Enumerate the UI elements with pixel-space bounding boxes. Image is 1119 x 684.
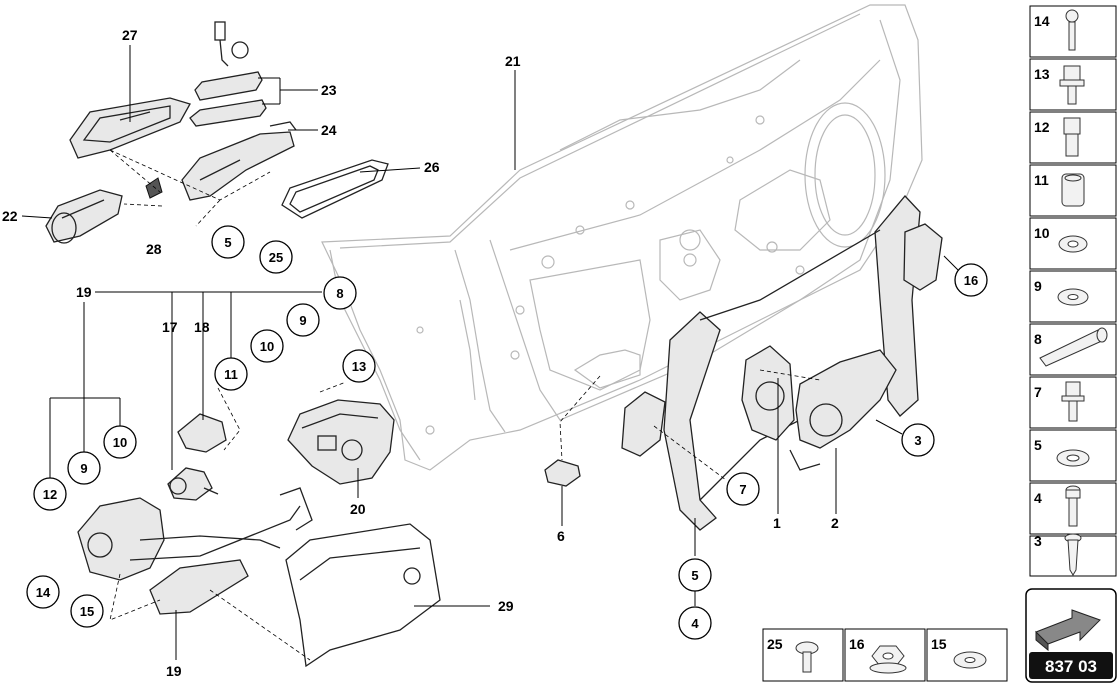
stud-12-icon (1063, 117, 1081, 157)
washer-5-icon (1056, 449, 1090, 467)
callout-circle-4: 4 (678, 606, 712, 640)
callout-circle-12: 12 (33, 477, 67, 511)
svg-text:7: 7 (1034, 384, 1042, 400)
callout-circle-5-top: 5 (211, 225, 245, 259)
callout-circle-10-left: 10 (103, 425, 137, 459)
svg-text:7: 7 (739, 482, 746, 497)
svg-text:14: 14 (36, 585, 51, 600)
callout-29: 29 (498, 598, 514, 614)
svg-text:10: 10 (113, 435, 127, 450)
handle-bracket (181, 121, 297, 201)
bolt-7-icon (1061, 381, 1085, 422)
washer-15-icon (953, 651, 987, 669)
callout-circle-25: 25 (259, 240, 293, 274)
svg-text:3: 3 (1034, 533, 1042, 549)
actuator-switches (167, 413, 227, 501)
bolt-14-icon (1065, 9, 1079, 51)
callout-circle-9-left: 9 (67, 451, 101, 485)
callout-circle-13: 13 (342, 349, 376, 383)
svg-text:10: 10 (260, 339, 274, 354)
callout-26: 26 (424, 159, 440, 175)
bolt-4-icon (1065, 485, 1081, 527)
svg-text:4: 4 (1034, 490, 1042, 506)
callout-1: 1 (773, 515, 781, 531)
door-lock (287, 399, 395, 485)
handle-grip (45, 189, 123, 244)
lower-lock-assembly (77, 487, 313, 615)
callout-18: 18 (194, 319, 210, 335)
spacer-11-icon (1061, 173, 1085, 207)
svg-text:10: 10 (1034, 225, 1050, 241)
svg-text:5: 5 (224, 235, 231, 250)
svg-text:8: 8 (1034, 331, 1042, 347)
stud-13-icon (1059, 65, 1085, 105)
svg-text:25: 25 (269, 250, 283, 265)
svg-text:13: 13 (1034, 66, 1050, 82)
clip (145, 177, 163, 199)
hardware-legend-bottom: 25 16 15 (762, 628, 1008, 682)
svg-text:5: 5 (1034, 437, 1042, 453)
reference-code: 837 03 (1045, 657, 1097, 676)
svg-text:8: 8 (336, 286, 343, 301)
svg-text:9: 9 (1034, 278, 1042, 294)
callout-19-bottom: 19 (166, 663, 182, 679)
callout-6: 6 (557, 528, 565, 544)
hardware-legend-right: 14 13 12 11 10 9 8 7 5 4 3 (1029, 5, 1117, 577)
callout-circle-8: 8 (323, 276, 357, 310)
callout-19-top: 19 (76, 284, 92, 300)
callout-17: 17 (162, 319, 178, 335)
svg-text:13: 13 (352, 359, 366, 374)
leader-lines (21, 45, 959, 661)
callout-circle-5-bottom: 5 (678, 558, 712, 592)
svg-text:12: 12 (1034, 119, 1050, 135)
svg-text:9: 9 (80, 461, 87, 476)
lock-washer-10-icon (1058, 235, 1088, 253)
long-bolt-8-icon (1039, 327, 1108, 367)
callout-20: 20 (350, 501, 366, 517)
callout-circle-9-top: 9 (286, 303, 320, 337)
washer-9-icon (1057, 288, 1089, 306)
handle-cover (69, 97, 191, 159)
svg-text:3: 3 (914, 433, 921, 448)
callout-28: 28 (146, 241, 162, 257)
callout-22: 22 (2, 208, 18, 224)
callout-circle-3: 3 (901, 423, 935, 457)
callout-circle-7: 7 (726, 472, 760, 506)
grommet (544, 459, 581, 487)
callout-circle-15: 15 (70, 594, 104, 628)
svg-text:5: 5 (691, 568, 698, 583)
svg-text:11: 11 (224, 367, 238, 382)
svg-text:4: 4 (691, 616, 699, 631)
screw-3-icon (1064, 533, 1082, 576)
callout-21: 21 (505, 53, 521, 69)
svg-text:15: 15 (931, 636, 947, 652)
window-regulator (621, 195, 943, 531)
callout-circle-16: 16 (954, 263, 988, 297)
svg-text:12: 12 (43, 487, 57, 502)
reference-badge: 837 03 (1025, 588, 1117, 683)
callout-circle-10-top: 10 (250, 329, 284, 363)
nut-16-icon (869, 645, 907, 674)
callout-24: 24 (321, 122, 337, 138)
callout-circle-14: 14 (26, 575, 60, 609)
cover-panel (285, 523, 441, 668)
svg-text:15: 15 (80, 604, 94, 619)
sensor-assembly (189, 21, 267, 127)
callout-circle-11: 11 (214, 357, 248, 391)
svg-text:11: 11 (1034, 172, 1049, 188)
callout-23: 23 (321, 82, 337, 98)
svg-text:25: 25 (767, 636, 783, 652)
svg-text:9: 9 (299, 313, 306, 328)
svg-text:16: 16 (964, 273, 978, 288)
gasket (281, 159, 389, 219)
svg-text:16: 16 (849, 636, 865, 652)
svg-text:14: 14 (1034, 13, 1050, 29)
callout-27: 27 (122, 27, 138, 43)
bolt-25-icon (795, 641, 819, 673)
callout-2: 2 (831, 515, 839, 531)
arrow-icon (1035, 609, 1101, 652)
